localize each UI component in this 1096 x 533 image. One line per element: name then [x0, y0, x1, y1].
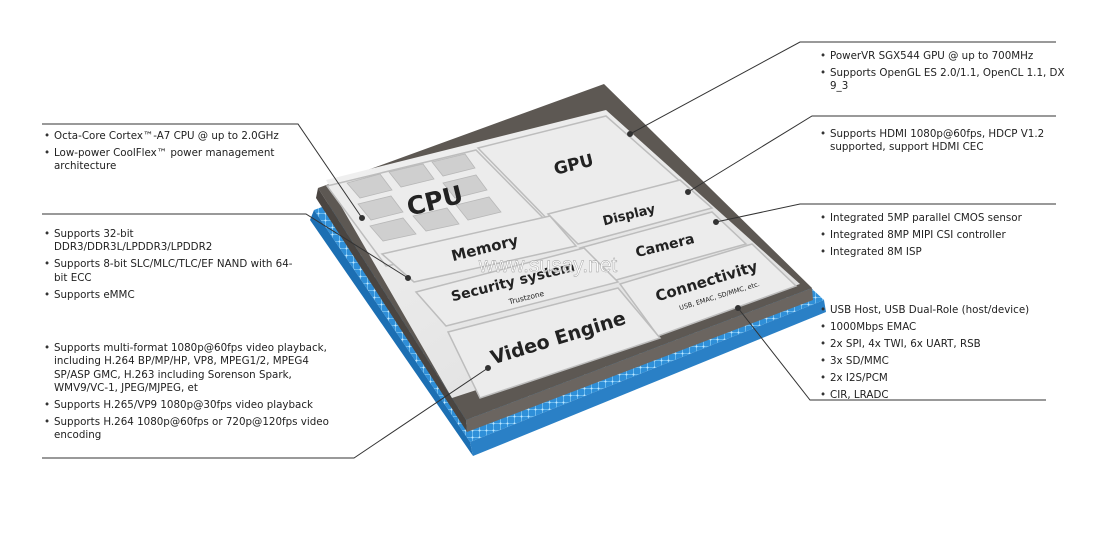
note-item: 2x SPI, 4x TWI, 6x UART, RSB	[820, 338, 1065, 352]
note-item: Supports 8-bit SLC/MLC/TLC/EF NAND with …	[44, 258, 294, 285]
note-item: 1000Mbps EMAC	[820, 321, 1065, 335]
note-item: 3x SD/MMC	[820, 355, 1065, 369]
note-item: Supports H.265/VP9 1080p@30fps video pla…	[44, 399, 344, 413]
note-item: Integrated 8M ISP	[820, 246, 1065, 260]
block-camera: Camera	[578, 211, 748, 281]
note-item: Supports 32-bit DDR3/DDR3L/LPDDR3/LPDDR2	[44, 228, 294, 255]
gpu-features-note: PowerVR SGX544 GPU @ up to 700MHz Suppor…	[820, 50, 1065, 97]
note-item: USB Host, USB Dual-Role (host/device)	[820, 304, 1065, 318]
block-video-engine: Video Engine	[446, 287, 662, 399]
block-security: Security system Trustzone	[414, 247, 620, 327]
note-item: Octa-Core Cortex™-A7 CPU @ up to 2.0GHz	[44, 130, 294, 144]
watermark-text: www.susay.net	[478, 254, 618, 277]
note-item: Integrated 8MP MIPI CSI controller	[820, 229, 1065, 243]
note-item: Supports H.264 1080p@60fps or 720p@120fp…	[44, 416, 344, 443]
note-item: Integrated 5MP parallel CMOS sensor	[820, 212, 1065, 226]
cpu-features-note: Octa-Core Cortex™-A7 CPU @ up to 2.0GHz …	[44, 130, 294, 177]
camera-features-note: Integrated 5MP parallel CMOS sensor Inte…	[820, 212, 1065, 263]
memory-features-note: Supports 32-bit DDR3/DDR3L/LPDDR3/LPDDR2…	[44, 228, 294, 306]
note-item: 2x I2S/PCM	[820, 372, 1065, 386]
note-item: Supports OpenGL ES 2.0/1.1, OpenCL 1.1, …	[820, 67, 1065, 94]
note-item: Low-power CoolFlex™ power management arc…	[44, 147, 294, 174]
note-item: CIR, LRADC	[820, 389, 1065, 403]
block-memory: Memory	[380, 215, 578, 283]
note-item: Supports HDMI 1080p@60fps, HDCP V1.2 sup…	[820, 128, 1065, 155]
block-display: Display	[546, 179, 714, 245]
connectivity-features-note: USB Host, USB Dual-Role (host/device) 10…	[820, 304, 1065, 405]
display-features-note: Supports HDMI 1080p@60fps, HDCP V1.2 sup…	[820, 128, 1065, 158]
note-item: Supports multi-format 1080p@60fps video …	[44, 342, 344, 396]
note-item: PowerVR SGX544 GPU @ up to 700MHz	[820, 50, 1065, 64]
video-features-note: Supports multi-format 1080p@60fps video …	[44, 342, 344, 446]
note-item: Supports eMMC	[44, 289, 294, 303]
